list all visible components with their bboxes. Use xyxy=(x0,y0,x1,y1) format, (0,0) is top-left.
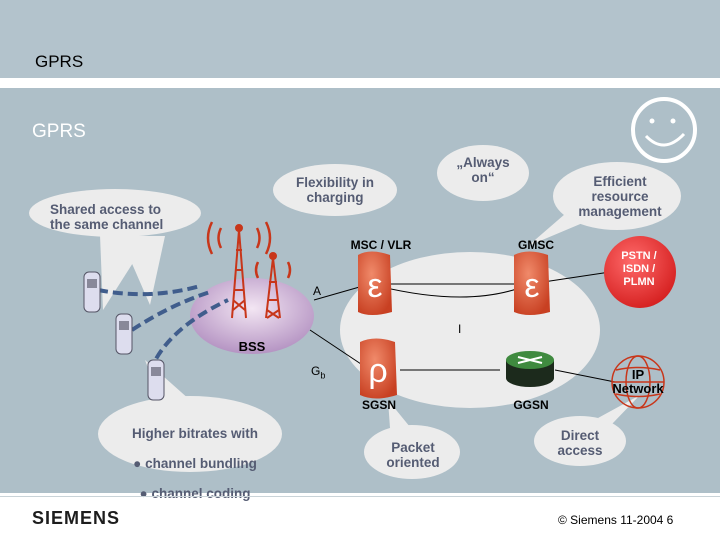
callout-bubble-shared xyxy=(29,189,201,237)
callout-bubble-flex xyxy=(273,164,397,216)
svg-text:ε: ε xyxy=(524,267,539,305)
mobile-phone-icon xyxy=(147,359,165,401)
header-band xyxy=(0,0,720,78)
callout-tail-shared-2 xyxy=(120,236,165,305)
siemens-logo: SIEMENS xyxy=(32,508,121,528)
label-ip-network: IP Network xyxy=(612,367,664,396)
label-interface-gb: Gb xyxy=(311,364,326,381)
network-diagram: ε ε ρ xyxy=(29,97,697,479)
callout-packet-oriented: Packet oriented xyxy=(386,440,440,470)
radio-tower-icon xyxy=(206,221,272,319)
gmsc-switch-icon: ε xyxy=(514,251,550,315)
mobile-phone-icon xyxy=(83,271,101,313)
header-title: GPRS xyxy=(35,52,84,71)
globe-icon xyxy=(611,355,665,409)
callout-bubble-packet xyxy=(364,425,460,479)
radio-tower-icon xyxy=(254,252,292,319)
footer-divider xyxy=(0,496,720,497)
smiley-icon xyxy=(631,97,697,163)
sgsn-switch-icon: ρ xyxy=(360,338,397,399)
callout-bubble-bitrates xyxy=(98,396,282,472)
callout-always-on: „Always on“ xyxy=(456,155,510,185)
bss-ellipse xyxy=(190,278,314,354)
bitrates-item: ● channel bundling xyxy=(133,456,257,471)
bitrates-item: ● channel coding xyxy=(139,486,251,501)
callout-higher-bitrates: Higher bitrates with ● channel bundling … xyxy=(110,411,280,516)
msc-switch-icon: ε xyxy=(358,251,392,315)
label-ggsn: GGSN xyxy=(513,398,549,412)
callout-efficient: Efficient resource management xyxy=(578,174,662,219)
callout-bubble-direct xyxy=(534,416,626,466)
callout-shared-access: Shared access to the same channel xyxy=(50,202,164,232)
radio-link-1 xyxy=(97,284,201,297)
radio-link-2 xyxy=(130,290,211,332)
label-msc-vlr: MSC / VLR xyxy=(350,238,412,252)
bullet-icon: ● xyxy=(133,456,146,471)
label-interface-a: A xyxy=(313,284,322,298)
callout-tail-efficient xyxy=(528,214,585,246)
pstn-node xyxy=(604,236,676,308)
svg-text:ε: ε xyxy=(367,267,382,305)
link-ggsn-ip xyxy=(554,369,616,383)
callout-direct-access: Direct access xyxy=(557,428,603,458)
label-gmsc: GMSC xyxy=(518,238,554,252)
label-sgsn: SGSN xyxy=(361,398,396,412)
router-icon xyxy=(506,351,554,387)
callout-tail-packet xyxy=(388,400,410,428)
panel-title: GPRS xyxy=(32,121,86,142)
bitrates-title: Higher bitrates with xyxy=(131,426,258,441)
callout-tail-direct xyxy=(598,395,640,424)
callout-bubble-always-on xyxy=(437,145,529,201)
label-bss: BSS xyxy=(238,339,266,354)
callout-flex-charging: Flexibility in charging xyxy=(295,175,374,205)
footer-copyright: © Siemens 11-2004 6 xyxy=(558,513,674,527)
svg-text:ρ: ρ xyxy=(368,352,387,390)
label-interface-i: I xyxy=(458,322,462,336)
bullet-icon: ● xyxy=(139,486,152,501)
callout-bubble-efficient xyxy=(553,162,681,230)
mobile-phone-icon xyxy=(115,313,133,355)
label-pstn: PSTN / ISDN / PLMN xyxy=(621,250,657,288)
